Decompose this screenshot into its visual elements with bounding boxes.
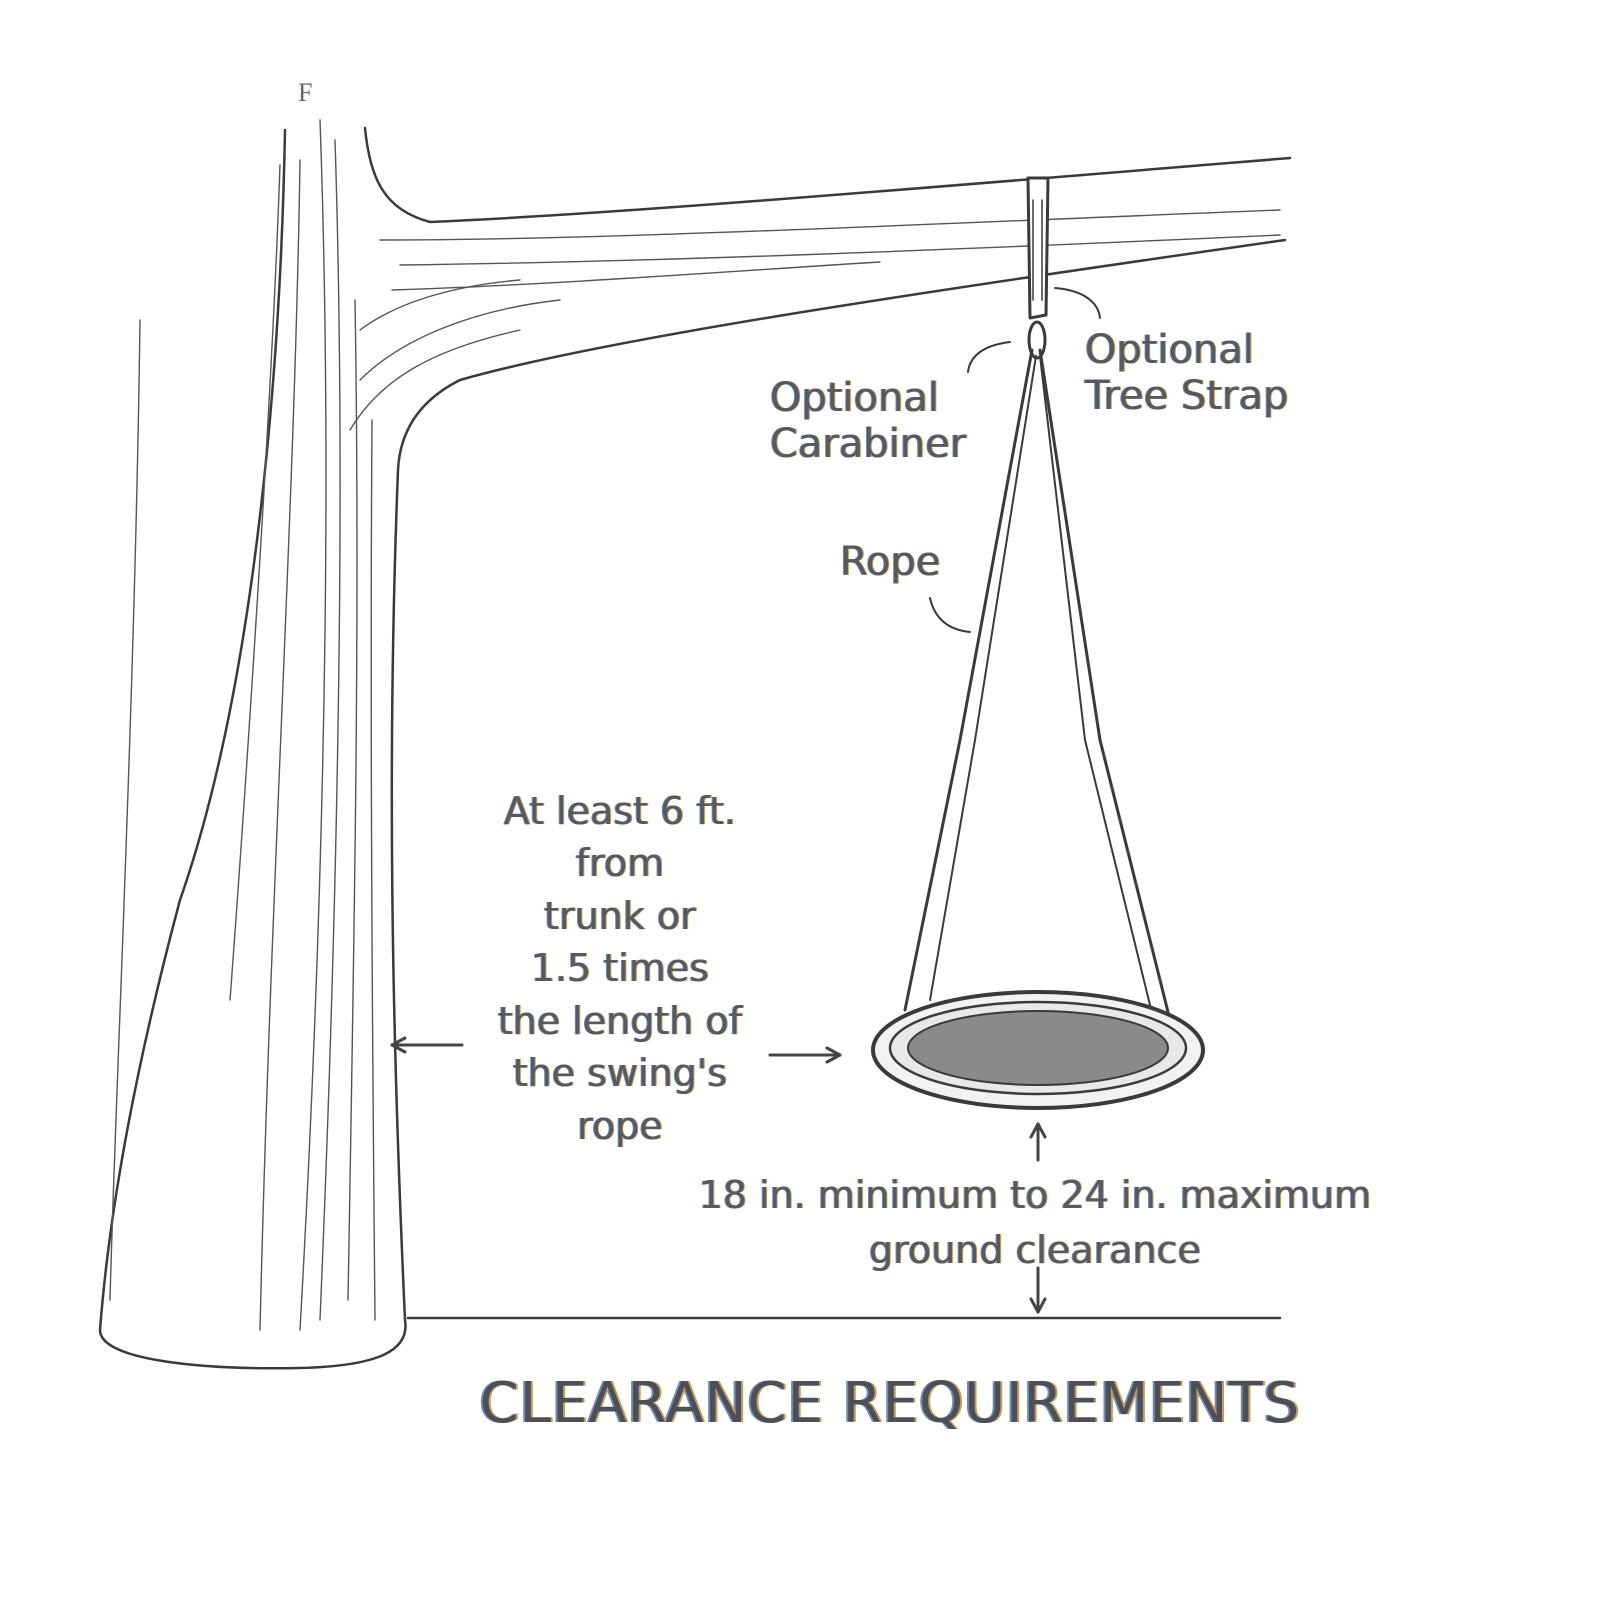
bark-texture	[109, 119, 1281, 1331]
distance-label: At least 6 ft. from trunk or 1.5 times t…	[497, 789, 743, 1148]
swing-ropes	[903, 348, 1172, 1022]
rope-label: Rope	[840, 539, 941, 585]
swing-seat	[907, 1010, 1169, 1086]
diagram-title: CLEARANCE REQUIREMENTS	[479, 1371, 1301, 1436]
carabiner-label: Optional Carabiner	[770, 375, 967, 467]
distance-arrows	[390, 1036, 842, 1064]
carabiner	[1027, 320, 1047, 360]
branch-top-edge	[363, 126, 1292, 224]
ground-clearance-label: 18 in. minimum to 24 in. maximum ground …	[698, 1173, 1372, 1273]
tree-trunk	[98, 128, 1287, 1370]
carabiner-leader	[967, 341, 1011, 373]
tree-strap	[1026, 176, 1050, 320]
corner-mark: F	[298, 78, 313, 107]
rope-leader	[929, 597, 971, 633]
strap-leader	[1054, 287, 1101, 319]
clearance-arrows	[1029, 1122, 1047, 1314]
tree-strap-label: Optional Tree Strap	[1085, 327, 1289, 419]
